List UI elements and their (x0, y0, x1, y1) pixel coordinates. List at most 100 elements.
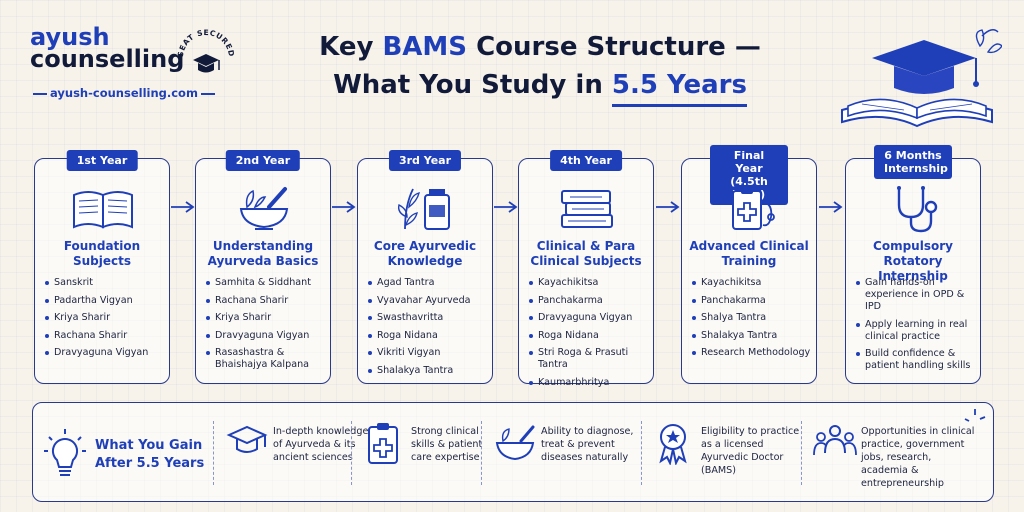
people-group-icon (813, 425, 857, 456)
gain-item-text: Opportunities in clinical practice, gove… (861, 426, 975, 489)
gain-item: Eligibility to practice as a licensed Ay… (653, 417, 803, 493)
subject-item: Rasashastra & Bhaishajya Kalpana (206, 347, 326, 371)
arrow-right-icon (819, 201, 843, 213)
subject-item: Stri Roga & Prasuti Tantra (529, 347, 649, 371)
subject-item: Vyavahar Ayurveda (368, 295, 488, 307)
arrow-right-icon (655, 201, 680, 213)
subject-item: Agad Tantra (368, 277, 488, 289)
svg-text:SEAT SECURED: SEAT SECURED (176, 28, 236, 58)
subject-item: Panchakarma (692, 295, 812, 307)
gain-divider (641, 421, 642, 485)
clipboard-stethoscope-icon (732, 187, 775, 230)
brand-url-text: ayush-counselling.com (50, 86, 198, 100)
subject-item: Research Methodology (692, 347, 812, 359)
stage-badge: 2nd Year (225, 150, 301, 171)
gain-divider (213, 421, 214, 485)
subject-item: Gain hands-on experience in OPD & IPD (856, 277, 976, 313)
gain-item: Strong clinical skills & patient care ex… (363, 417, 501, 493)
subject-item: Dravyaguna Vigyan (529, 312, 649, 324)
stage-title: Foundation Subjects (63, 239, 141, 268)
subject-item: Roga Nidana (529, 330, 649, 342)
gain-item-text: Ability to diagnose, treat & prevent dis… (541, 426, 634, 463)
seal-text: SEAT SECURED (176, 28, 236, 58)
brand-name: ayush counselling (30, 23, 250, 73)
brand-name-line2: counselling (30, 45, 185, 73)
mortar-herbs-icon (495, 425, 535, 461)
subject-item: Padartha Vigyan (45, 295, 165, 307)
award-ribbon-icon (659, 424, 687, 465)
subject-item: Apply learning in real clinical practice (856, 319, 976, 343)
subject-item: Rachana Sharir (206, 295, 326, 307)
gain-divider (481, 421, 482, 485)
gain-item-text: Strong clinical skills & patient care ex… (411, 426, 483, 463)
gain-item: Opportunities in clinical practice, gove… (813, 417, 983, 493)
brand-name-line1: ayush (30, 23, 110, 51)
subject-item: Kriya Sharir (206, 312, 326, 324)
subject-item: Shalya Tantra (692, 312, 812, 324)
gain-divider (351, 421, 352, 485)
gain-item-text: Eligibility to practice as a licensed Ay… (701, 426, 800, 476)
arrow-right-icon (493, 201, 518, 213)
title-line1-suffix: Course Structure — (467, 32, 761, 62)
herb-jar-icon (397, 188, 450, 230)
stage-badge: 4th Year (550, 150, 622, 171)
title-line2-highlight: 5.5 Years (611, 66, 747, 107)
seat-secured-seal-icon: SEAT SECURED (176, 28, 236, 73)
stage-title: Advanced Clinical Training (689, 239, 809, 268)
stage-card-4: 4th Year Clinical & Para Clinical Subjec… (518, 150, 654, 388)
gain-item: In-depth knowledge of Ayurveda & its anc… (225, 417, 375, 493)
subject-item: Sanskrit (45, 277, 165, 289)
subject-item: Shalakya Tantra (692, 330, 812, 342)
title-line2: What You Study in 5.5 Years (290, 66, 790, 107)
subject-item: Shalakya Tantra (368, 365, 488, 377)
subject-item: Build confidence & patient handling skil… (856, 348, 976, 372)
open-book-icon (73, 191, 133, 229)
stage-title: Compulsory Rotatory Internship (873, 239, 953, 283)
book-graduation-cap-icon (841, 29, 1002, 128)
brand-url[interactable]: ayush-counselling.com (30, 86, 218, 100)
subject-item: Samhita & Siddhant (206, 277, 326, 289)
stage-badge: 1st Year (66, 150, 138, 171)
page-title: Key BAMS Course Structure — What You Stu… (290, 28, 790, 107)
gain-heading-block: What You Gain After 5.5 Years (43, 413, 213, 493)
title-line2-prefix: What You Study in (333, 70, 612, 100)
subject-item: Panchakarma (529, 295, 649, 307)
gain-item-text: In-depth knowledge of Ayurveda & its anc… (273, 426, 369, 463)
subject-item: Kayachikitsa (529, 277, 649, 289)
subject-item: Kayachikitsa (692, 277, 812, 289)
title-line1: Key BAMS Course Structure — (290, 28, 790, 66)
gain-item: Ability to diagnose, treat & prevent dis… (493, 417, 637, 493)
subject-item: Dravyaguna Vigyan (206, 330, 326, 342)
subject-item: Roga Nidana (368, 330, 488, 342)
stage-badge: 6 Months Internship (874, 145, 952, 179)
title-line1-highlight: BAMS (382, 32, 468, 62)
stage-card-6: 6 Months Internship Compulsory Rotatory … (845, 145, 981, 384)
sparkle-icon (964, 409, 986, 422)
lightbulb-icon (44, 429, 86, 476)
subject-item: Rachana Sharir (45, 330, 165, 342)
graduation-cap-icon (226, 425, 268, 453)
subject-list: Gain hands-on experience in OPD & IPD App… (856, 277, 976, 378)
stage-card-5: Final Year (4.5th Year) Advanced Clinica… (681, 145, 817, 384)
medical-clipboard-icon (368, 423, 398, 464)
stage-title: Clinical & Para Clinical Subjects (530, 239, 642, 268)
stage-badge: 3rd Year (388, 150, 462, 171)
arrow-right-icon (332, 201, 356, 213)
subject-item: Swasthavritta (368, 312, 488, 324)
gain-heading: What You Gain After 5.5 Years (95, 438, 205, 471)
book-stack-icon (561, 190, 613, 228)
stage-title: Understanding Ayurveda Basics (207, 239, 319, 268)
arrow-right-icon (170, 201, 195, 213)
stethoscope-icon (897, 186, 938, 233)
stage-title: Core Ayurvedic Knowledge (373, 239, 477, 268)
subject-item: Vikriti Vigyan (368, 347, 488, 359)
subject-item: Kaumarbhritya (529, 377, 649, 389)
subject-item: Kriya Sharir (45, 312, 165, 324)
